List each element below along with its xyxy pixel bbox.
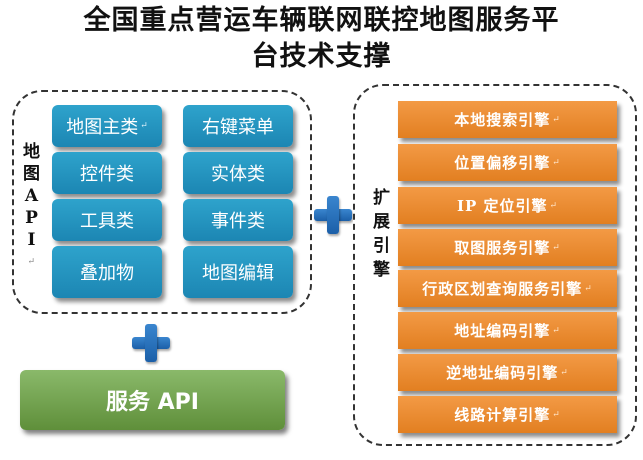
- extension-label-char: 展: [373, 212, 390, 232]
- api-tile-context-menu: 右键菜单: [183, 105, 293, 147]
- map-api-label-char: I↵: [27, 230, 36, 267]
- plus-icon: [132, 324, 170, 362]
- api-tile-overlay: 叠加物: [52, 246, 162, 298]
- engine-reverse-geocoding: 逆地址编码引擎↵: [398, 354, 617, 391]
- engine-ip-location: IP 定位引擎↵: [398, 187, 617, 224]
- map-api-label-char: P: [25, 208, 38, 228]
- api-tile-map-edit: 地图编辑: [183, 246, 293, 298]
- engine-map-fetch-service: 取图服务引擎↵: [398, 229, 617, 266]
- api-tile-events: 事件类: [183, 199, 293, 241]
- api-tile-controls: 控件类: [52, 152, 162, 194]
- extension-engine-label: 扩 展 引 擎: [373, 186, 390, 282]
- engine-admin-division-query: 行政区划查询服务引擎↵: [398, 270, 617, 307]
- extension-label-char: 擎: [373, 260, 390, 280]
- api-tile-entities: 实体类: [183, 152, 293, 194]
- service-api-block: 服务 API: [20, 370, 285, 430]
- diagram-title-line2: 台技术支撑: [251, 41, 392, 72]
- diagram-title-line1: 全国重点营运车辆联网联控地图服务平: [83, 5, 560, 36]
- map-api-label-char: A: [24, 186, 39, 206]
- extension-label-char: 引: [373, 236, 390, 256]
- plus-icon: [314, 196, 352, 234]
- extension-label-char: 扩: [373, 188, 390, 208]
- map-api-label-char: 地: [23, 142, 40, 162]
- map-api-label: 地 图 A P I↵: [23, 141, 40, 273]
- api-tile-tools: 工具类: [52, 199, 162, 241]
- engine-geocoding: 地址编码引擎↵: [398, 312, 617, 349]
- map-api-label-char: 图: [23, 164, 40, 184]
- engine-local-search: 本地搜索引擎↵: [398, 101, 617, 138]
- engine-route-calculation: 线路计算引擎↵: [398, 396, 617, 433]
- api-tile-map-main: 地图主类↵: [52, 105, 162, 147]
- engine-position-offset: 位置偏移引擎↵: [398, 144, 617, 181]
